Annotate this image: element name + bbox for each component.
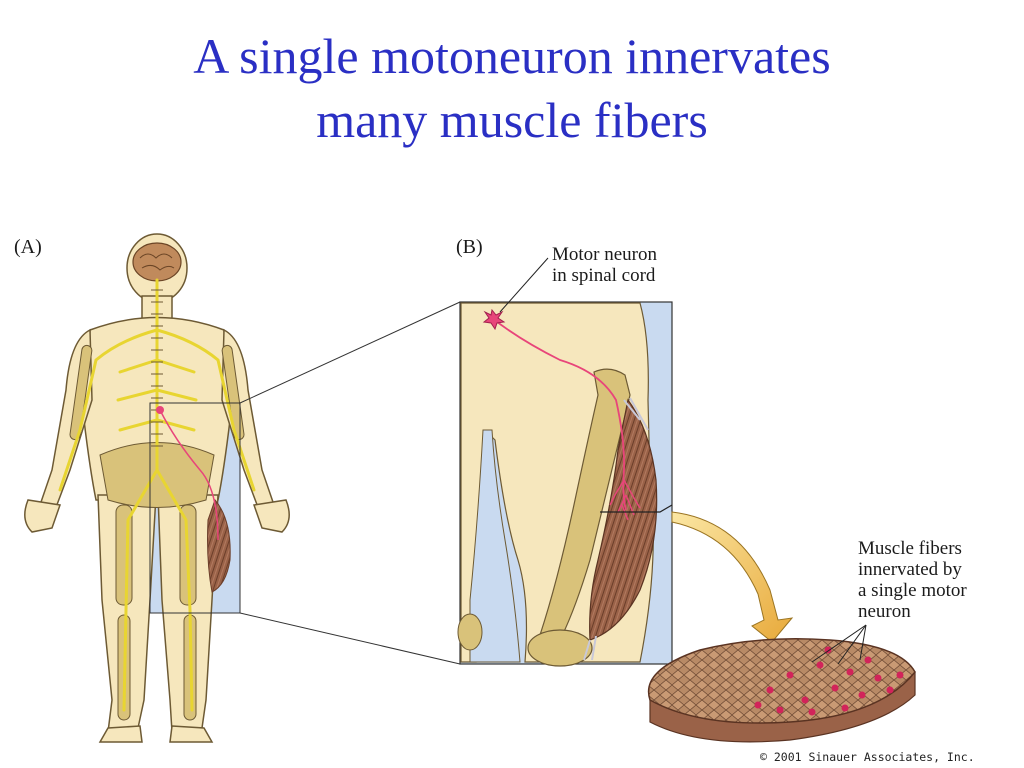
zoom-line-bottom	[239, 612, 461, 665]
motor-neuron-pointer	[499, 257, 549, 313]
panel-a-label: (A)	[14, 236, 42, 258]
panel-b-label: (B)	[456, 236, 483, 258]
fiber-pointers	[811, 624, 867, 665]
zoom-line-top	[239, 301, 461, 404]
muscle-cross-section	[647, 624, 916, 743]
copyright-notice: © 2001 Sinauer Associates, Inc.	[760, 750, 975, 764]
innervated-fibers	[754, 646, 904, 716]
motor-neuron-label-line-2: in spinal cord	[552, 265, 656, 286]
human-figure	[24, 233, 290, 743]
muscle-fibers-label: Muscle fibers innervated by a single mot…	[858, 538, 1024, 622]
curved-arrow	[671, 511, 794, 643]
motor-neuron-small	[159, 409, 219, 541]
section-marker	[600, 504, 673, 513]
title-line-2: many muscle fibers	[316, 92, 708, 148]
inner-leg-gap	[469, 429, 521, 663]
neuron-soma	[482, 308, 506, 331]
muscle-fibers-label-line-1: Muscle fibers	[858, 538, 962, 559]
muscle-fibers-label-line-3: a single motor	[858, 580, 967, 601]
thigh-muscle	[589, 398, 658, 641]
brain	[132, 242, 182, 282]
knee	[527, 629, 593, 667]
femur	[539, 368, 631, 641]
motor-neuron-label-line-1: Motor neuron	[552, 244, 658, 265]
enlarged-thigh	[457, 301, 673, 667]
motor-neuron-label: Motor neuron in spinal cord	[552, 244, 657, 286]
zoom-box	[149, 402, 241, 614]
other-knee	[457, 613, 483, 651]
title-line-1: A single motoneuron innervates	[193, 28, 831, 84]
nervous-system	[58, 278, 256, 712]
cross-section-top	[647, 638, 916, 724]
slide-title: A single motoneuron innervates many musc…	[0, 24, 1024, 152]
muscle-fibers-label-line-4: neuron	[858, 601, 911, 622]
neuron-soma-small	[156, 406, 164, 414]
thigh-muscle-small	[207, 499, 231, 593]
muscle-fibers-label-line-2: innervated by	[858, 559, 962, 580]
